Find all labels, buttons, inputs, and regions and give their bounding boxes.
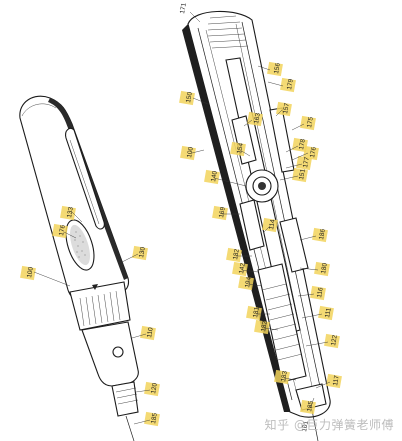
label-154: 154: [236, 142, 245, 154]
label-175: 175: [306, 116, 315, 128]
label-179: 179: [286, 78, 295, 90]
label-142: 142: [238, 262, 247, 274]
label-169: 169: [218, 206, 227, 218]
label-156: 156: [273, 62, 282, 74]
label-176-left: 176: [58, 224, 67, 236]
label-116: 116: [316, 287, 325, 299]
label-171: 171: [179, 2, 188, 14]
label-111: 111: [324, 307, 333, 318]
label-180: 180: [320, 262, 329, 274]
leader-lines: [33, 11, 331, 425]
left-device-view: [19, 95, 139, 441]
label-182-upper: 182: [232, 248, 241, 260]
label-181: 181: [252, 306, 261, 318]
label-140: 140: [210, 170, 219, 182]
reference-labels: 171 156 179 150 163 157 175 100 154 178 …: [26, 2, 341, 432]
label-183: 183: [280, 370, 289, 382]
label-130: 130: [138, 246, 147, 258]
label-highlights: [20, 61, 342, 427]
right-cutaway-view: [182, 10, 331, 441]
label-176: 176: [309, 146, 318, 158]
label-185-right: 185: [306, 400, 315, 412]
label-157: 157: [282, 102, 291, 114]
label-117: 117: [332, 375, 341, 387]
label-163: 163: [253, 112, 262, 124]
label-101: 101: [301, 420, 310, 432]
label-100-right: 100: [186, 146, 195, 158]
label-185-left: 185: [150, 412, 159, 424]
watermark-text: 知乎 @巨力弹簧老师傅: [264, 418, 394, 432]
label-177: 177: [302, 156, 311, 168]
label-110: 110: [146, 327, 155, 339]
label-133: 133: [66, 206, 75, 218]
label-122: 122: [330, 334, 339, 346]
label-182-lower: 182: [260, 320, 269, 332]
label-114: 114: [268, 219, 277, 231]
label-120: 120: [150, 382, 159, 394]
label-178: 178: [298, 138, 307, 150]
label-186: 186: [318, 228, 327, 240]
label-194: 194: [244, 276, 253, 288]
label-100-left: 100: [26, 266, 35, 278]
label-151: 151: [298, 168, 307, 180]
label-150: 150: [185, 91, 194, 103]
